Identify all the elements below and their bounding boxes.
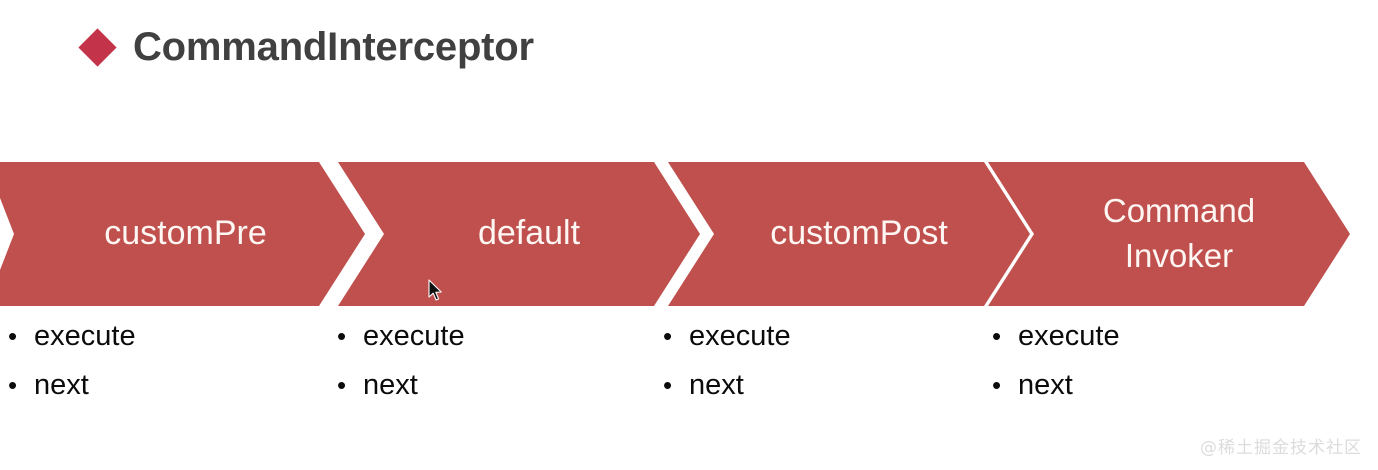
list-item-label: next (689, 369, 744, 401)
bullet-icon: • (992, 370, 1002, 400)
list-item-label: execute (363, 320, 465, 352)
list-item-label: next (363, 369, 418, 401)
bullet-icon: • (337, 321, 347, 351)
bullet-icon: • (663, 370, 673, 400)
diamond-icon (78, 27, 117, 67)
list-item: • execute (8, 322, 308, 371)
process-step-label: Command Invoker (1102, 192, 1256, 274)
list-item: • execute (992, 322, 1292, 371)
page-title-text: CommandInterceptor (133, 25, 534, 69)
process-step-custom-pre[interactable]: customPre (0, 162, 365, 306)
bullet-icon: • (992, 321, 1002, 351)
list-item-label: execute (689, 320, 791, 352)
list-item: • next (663, 371, 963, 420)
process-step-default[interactable]: default (338, 162, 700, 306)
list-item: • execute (663, 322, 963, 371)
method-list-default: • execute • next (337, 322, 637, 420)
list-item: • next (992, 371, 1292, 420)
process-flow: customPre default customPost Command Inv… (0, 162, 1378, 306)
list-item: • next (337, 371, 637, 420)
list-item: • next (8, 371, 308, 420)
list-item-label: next (34, 369, 89, 401)
list-item-label: execute (34, 320, 136, 352)
list-item-label: execute (1018, 320, 1120, 352)
page-title: CommandInterceptor (78, 16, 534, 78)
watermark: @稀土掘金技术社区 (1200, 438, 1362, 458)
process-step-label: customPre (104, 214, 267, 253)
process-step-command-invoker[interactable]: Command Invoker (988, 162, 1350, 306)
bullet-icon: • (8, 370, 18, 400)
list-item: • execute (337, 322, 637, 371)
method-list-command-invoker: • execute • next (992, 322, 1292, 420)
process-step-label: default (477, 214, 581, 253)
process-step-label: customPost (770, 214, 948, 253)
method-list-custom-post: • execute • next (663, 322, 963, 420)
process-step-custom-post[interactable]: customPost (668, 162, 1030, 306)
bullet-icon: • (337, 370, 347, 400)
bullet-icon: • (8, 321, 18, 351)
method-list-custom-pre: • execute • next (8, 322, 308, 420)
list-item-label: next (1018, 369, 1073, 401)
bullet-icon: • (663, 321, 673, 351)
